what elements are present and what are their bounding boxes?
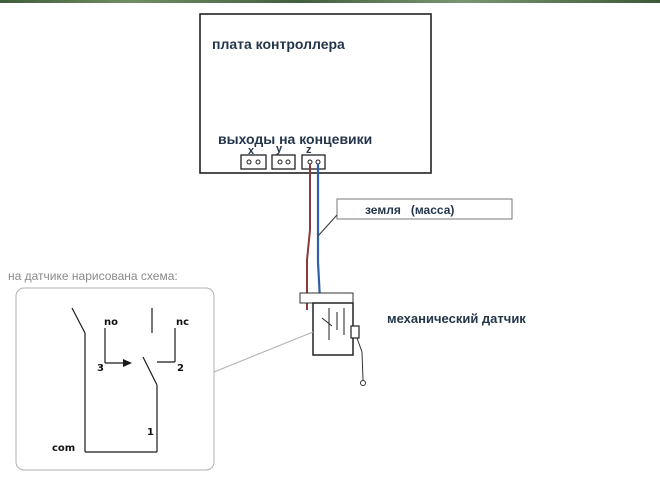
controller-board-title: плата контроллера (212, 36, 345, 52)
schema-caption: на датчике нарисована схема: (8, 269, 178, 283)
connector-x (240, 154, 267, 170)
limit-switch-outputs-label: выходы на концевики (218, 131, 373, 147)
ground-leader (317, 214, 338, 237)
wire-red (306, 164, 311, 310)
ground-label: земля (масса) (365, 203, 454, 217)
mechanical-sensor-label: механический датчик (387, 311, 526, 326)
axis-label-y: y (276, 143, 283, 155)
axis-label-z: z (306, 144, 312, 156)
controller-board (199, 13, 432, 174)
connector-y (271, 154, 296, 170)
connector-z (301, 154, 326, 170)
wire-blue (316, 164, 322, 301)
pin-label-no: no (104, 317, 118, 328)
ground-label-box (336, 198, 513, 220)
schema-panel (15, 287, 215, 471)
pin-label-2: 2 (177, 363, 184, 374)
switch-schematic (71, 307, 176, 453)
pin-label-1: 1 (147, 427, 154, 438)
pin-label-com: com (52, 443, 76, 454)
ground-label-sub: (масса) (410, 203, 455, 217)
top-edge-band (0, 0, 660, 3)
schema-callout-line (213, 331, 314, 373)
arrow-head (123, 359, 132, 367)
pin-label-3: 3 (97, 363, 104, 374)
pin-label-nc: nc (176, 317, 190, 328)
ground-label-main: земля (365, 203, 401, 217)
axis-label-x: x (248, 145, 255, 157)
mechanical-sensor (299, 292, 366, 386)
